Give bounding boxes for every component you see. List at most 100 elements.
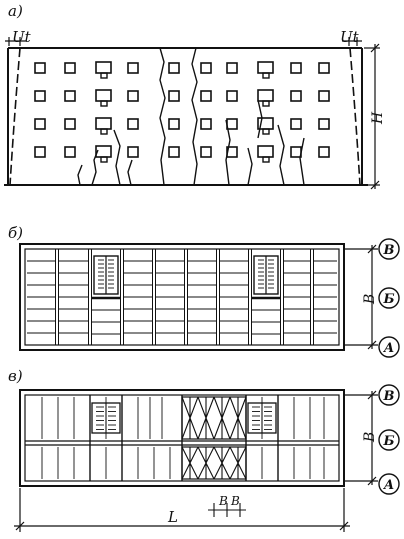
deformed-wall-right	[349, 47, 361, 186]
facade-window	[226, 90, 238, 102]
facade-window	[64, 118, 76, 130]
facade-window	[34, 118, 46, 130]
deformation-label-left: Ut	[12, 28, 32, 46]
facade-window	[290, 146, 302, 158]
crack-zigzag	[197, 446, 215, 480]
facade-window	[200, 62, 212, 74]
stair-window-tab	[100, 128, 108, 135]
facade-window	[64, 90, 76, 102]
facade-window	[168, 90, 180, 102]
facade-window	[34, 62, 46, 74]
crack-zigzag	[213, 396, 231, 440]
facade-window	[318, 62, 330, 74]
facade-window	[318, 118, 330, 130]
wall-crack	[225, 119, 231, 186]
axis-v-b: В	[383, 243, 395, 258]
facade-window	[64, 146, 76, 158]
damaged-zone	[181, 396, 247, 440]
crack-zigzag	[229, 396, 247, 440]
stair-window-tab	[262, 156, 270, 163]
facade-window	[168, 62, 180, 74]
step-label-1: B	[218, 494, 228, 508]
crack-zigzag	[197, 396, 215, 440]
axis-b-c: Б	[382, 434, 394, 449]
axis-a-c: А	[383, 478, 395, 493]
stair-window	[257, 145, 274, 158]
wall-crack	[257, 99, 263, 139]
facade-window	[127, 62, 139, 74]
axis-v-c: В	[383, 389, 395, 404]
facade-window	[127, 118, 139, 130]
facade-cracks	[77, 47, 305, 186]
width-label-b: B	[362, 294, 378, 305]
facade-window	[226, 62, 238, 74]
stair-window-tab	[262, 72, 270, 79]
crack-zigzag	[181, 446, 199, 480]
facade-window	[34, 146, 46, 158]
stair-window	[257, 89, 274, 102]
wall-crack	[91, 149, 99, 186]
facade-window	[226, 118, 238, 130]
wall-crack	[113, 129, 121, 186]
plan-c-cells	[41, 395, 325, 481]
stair-window	[95, 145, 112, 158]
plan-b-axes	[344, 244, 378, 350]
stair-window-tab	[262, 100, 270, 107]
axis-b-b: Б	[382, 292, 394, 307]
axis-markers-b: В Б А	[378, 238, 400, 358]
plan-b-cells	[27, 249, 337, 345]
stair-window	[95, 61, 112, 74]
facade-window	[290, 90, 302, 102]
stair-window	[95, 89, 112, 102]
height-dimension	[364, 43, 380, 190]
facade-window	[200, 90, 212, 102]
facade-window	[290, 62, 302, 74]
deformed-wall-left	[9, 47, 21, 186]
damaged-zone	[181, 446, 247, 480]
panel-c-label: в)	[8, 367, 23, 385]
stair-window-tab	[100, 156, 108, 163]
crack-zigzag	[229, 446, 247, 480]
wall-crack	[191, 47, 198, 186]
wall-crack	[159, 47, 166, 186]
stair-window-tab	[262, 128, 270, 135]
deformation-dimension-right	[342, 37, 362, 46]
wall-crack	[277, 124, 285, 186]
axis-markers-c: В Б А	[378, 384, 400, 495]
crack-zigzag	[181, 396, 199, 440]
facade-outline	[4, 47, 368, 186]
facade-window	[127, 90, 139, 102]
crack-zigzag	[213, 446, 231, 480]
wall-crack	[247, 147, 253, 186]
stair-window-tab	[100, 72, 108, 79]
step-dimension	[208, 503, 246, 517]
axis-a-b: А	[383, 341, 395, 356]
wall-crack	[299, 137, 305, 186]
step-label-2: B	[230, 494, 240, 508]
wall-crack	[127, 159, 133, 186]
stair-window-tab	[100, 100, 108, 107]
panel-a-label: а)	[8, 2, 23, 20]
panel-b-label: б)	[8, 224, 23, 242]
facade-window	[200, 118, 212, 130]
deformation-dimension-left	[5, 37, 26, 46]
wall-crack	[77, 164, 83, 186]
width-label-c: B	[362, 432, 378, 443]
length-dimension	[14, 488, 350, 532]
plan-c-axes	[344, 390, 378, 486]
plan-b-outline	[19, 243, 345, 351]
facade-windows	[34, 61, 330, 163]
facade-window	[64, 62, 76, 74]
facade-window	[127, 146, 139, 158]
height-label: H	[370, 111, 386, 125]
stair-window	[95, 117, 112, 130]
facade-window	[318, 146, 330, 158]
facade-window	[318, 90, 330, 102]
length-label: L	[167, 508, 178, 526]
facade-window	[168, 146, 180, 158]
facade-window	[34, 90, 46, 102]
facade-window	[168, 118, 180, 130]
stair-window	[257, 61, 274, 74]
